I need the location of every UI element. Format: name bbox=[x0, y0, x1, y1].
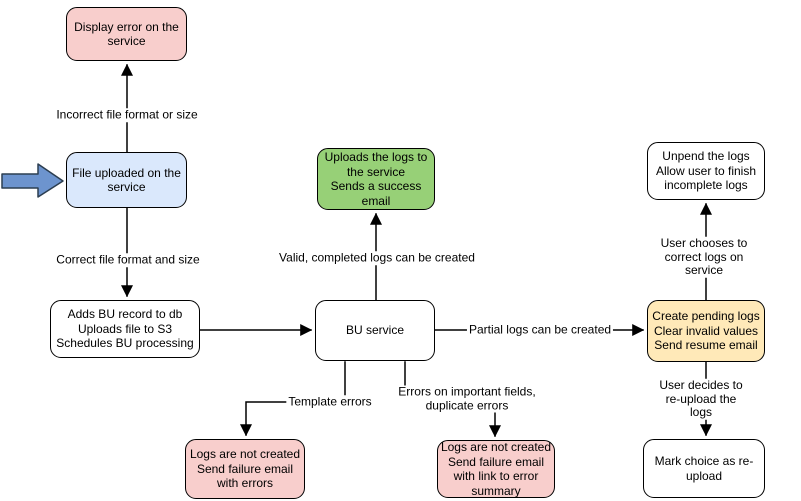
node-display-error: Display error on the service bbox=[66, 7, 187, 61]
edge-label-valid-logs: Valid, completed logs can be created bbox=[277, 250, 477, 265]
edge-label-partial-logs: Partial logs can be created bbox=[466, 322, 614, 337]
edge-label-important-errors: Errors on important fields, duplicate er… bbox=[396, 384, 538, 413]
edge-label-correct-format: Correct file format and size bbox=[54, 252, 202, 267]
node-create-pending-logs: Create pending logs Clear invalid values… bbox=[647, 300, 765, 362]
edge-label-template-errors: Template errors bbox=[286, 394, 374, 409]
node-failure-email-errors: Logs are not created Send failure email … bbox=[185, 439, 305, 499]
edge-label-incorrect-format: Incorrect file format or size bbox=[54, 107, 200, 122]
node-upload-success: Uploads the logs to the service Sends a … bbox=[317, 148, 435, 210]
node-bu-service: BU service bbox=[315, 300, 435, 361]
node-adds-bu-record: Adds BU record to db Uploads file to S3 … bbox=[50, 300, 200, 358]
input-arrow-icon bbox=[1, 163, 64, 198]
node-mark-reupload: Mark choice as re- upload bbox=[643, 439, 765, 498]
edge-label-choose-correct: User chooses to correct logs on service bbox=[655, 236, 753, 278]
edge-label-decide-reupload: User decides to re-upload the logs bbox=[651, 378, 751, 420]
node-file-uploaded: File uploaded on the service bbox=[66, 152, 187, 208]
node-unpend-logs: Unpend the logs Allow user to finish inc… bbox=[647, 142, 765, 200]
node-failure-email-summary: Logs are not created Send failure email … bbox=[437, 440, 555, 498]
